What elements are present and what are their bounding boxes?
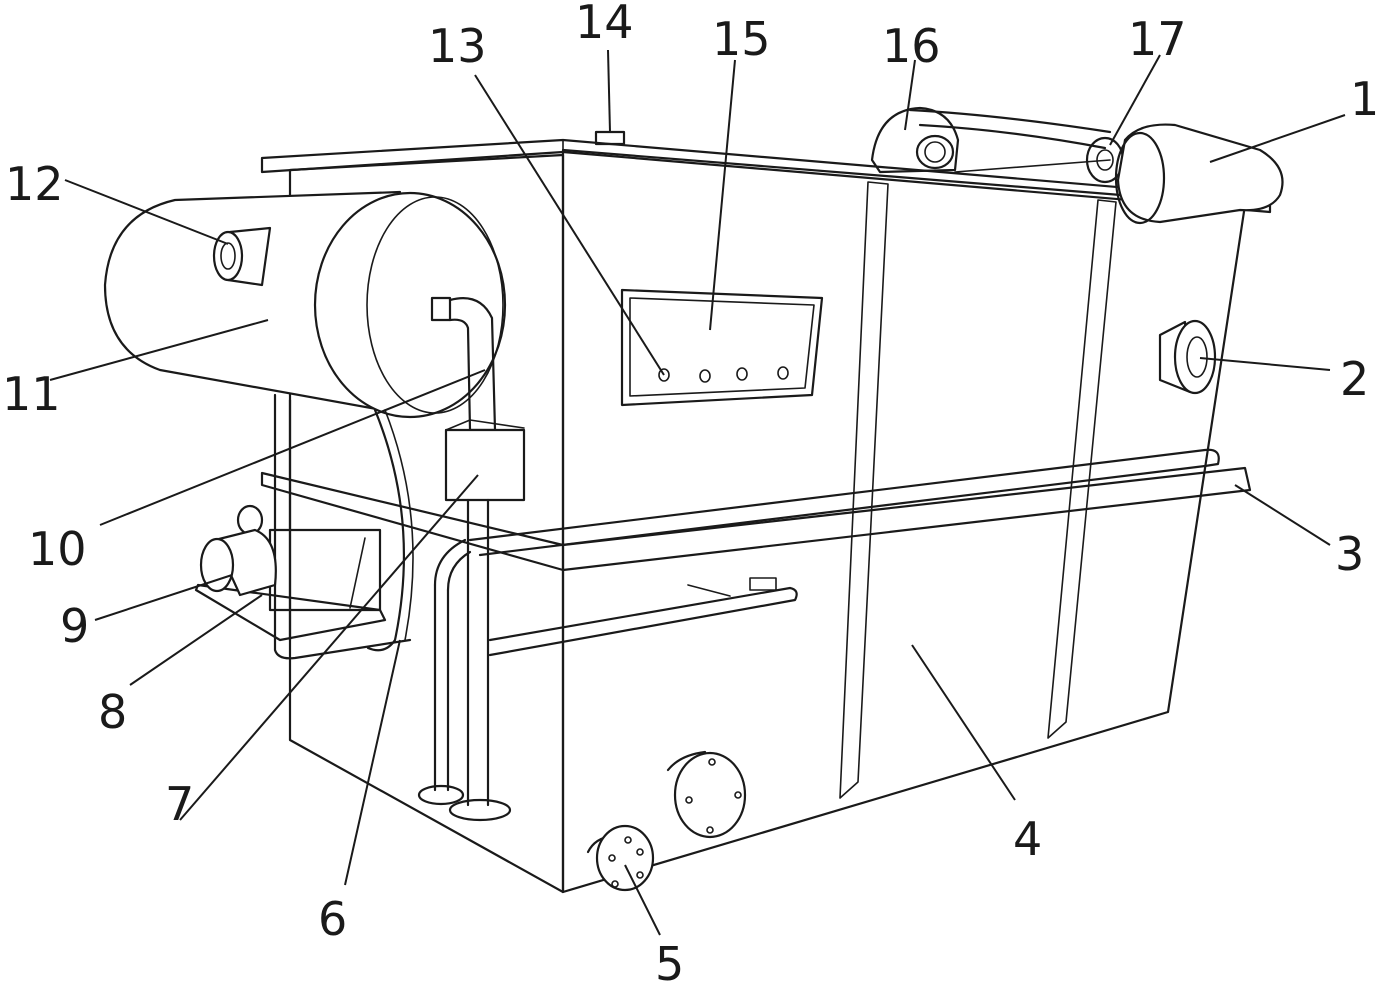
label-13: 13 <box>428 19 487 73</box>
vertical-ribs <box>839 181 1117 799</box>
inspection-port <box>666 750 747 839</box>
label-2: 2 <box>1340 352 1369 406</box>
indicator-light <box>699 369 711 383</box>
label-8: 8 <box>98 685 127 739</box>
drain-flange <box>586 824 655 892</box>
label-15: 15 <box>712 12 771 66</box>
indicator-light <box>658 368 670 382</box>
side-outlet <box>1158 319 1217 395</box>
label-7: 7 <box>165 777 194 831</box>
valve-box <box>444 428 526 502</box>
control-panel <box>620 288 824 407</box>
long-pipe <box>468 448 1220 657</box>
scraper-drive <box>870 106 1284 225</box>
label-3: 3 <box>1335 527 1364 581</box>
label-9: 9 <box>60 599 89 653</box>
label-11: 11 <box>2 367 61 421</box>
label-17: 17 <box>1128 12 1187 66</box>
label-12: 12 <box>5 157 64 211</box>
label-6: 6 <box>318 892 347 946</box>
label-4: 4 <box>1013 812 1042 866</box>
label-1: 1 <box>1350 72 1379 126</box>
label-5: 5 <box>655 937 684 990</box>
indicator-light <box>777 366 789 380</box>
label-14: 14 <box>575 0 634 49</box>
leader-lines <box>49 49 1346 936</box>
riser-pipe <box>417 296 526 822</box>
pump-assembly <box>194 408 414 652</box>
indicator-light <box>736 367 748 381</box>
label-10: 10 <box>28 522 87 576</box>
label-16: 16 <box>882 19 941 73</box>
dissolved-air-tank <box>103 190 507 660</box>
